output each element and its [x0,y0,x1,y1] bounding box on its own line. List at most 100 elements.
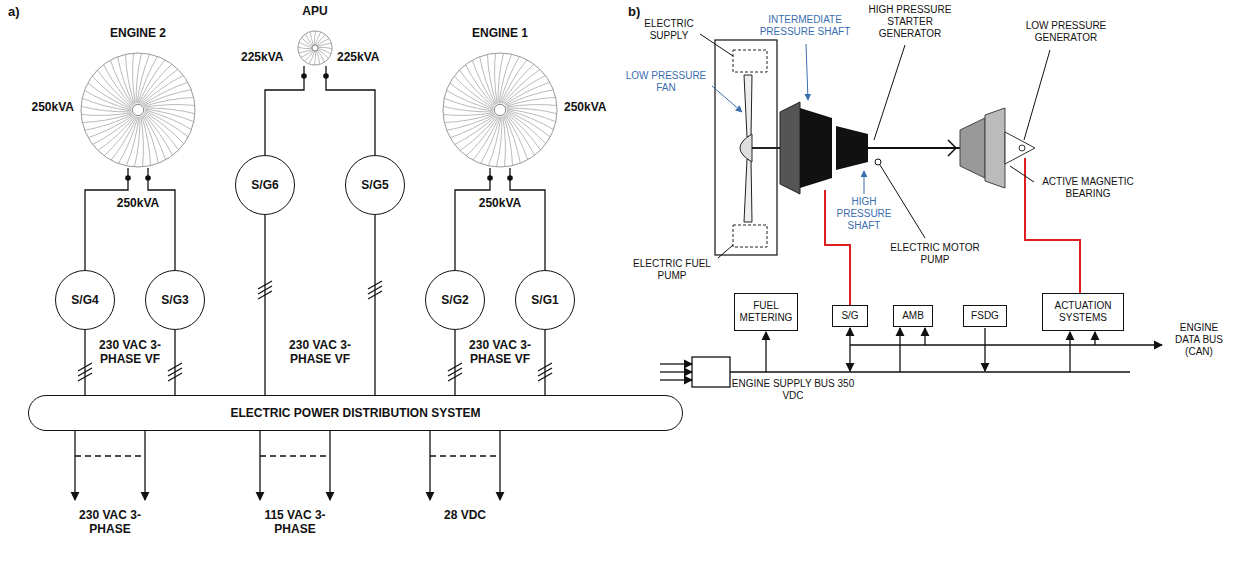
text-holder: ELECTRIC MOTOR PUMP [885,242,985,266]
fan-rotor [297,30,333,66]
text-holder: 115 VAC 3-PHASE [255,508,335,537]
fan-rotor [442,52,558,168]
bus-label: ENGINE SUPPLY BUS 350 VDC [728,378,858,402]
text-holder: ENGINE DATA BUS (CAN) [1166,322,1232,358]
engine-cutaway [715,40,1035,255]
text-holder: AMB [894,306,932,326]
starter-generator: S/G6 [235,155,295,215]
node-label: S/G4 [71,293,98,307]
component-label: ELECTRIC FUEL PUMP [626,258,718,282]
system-box: ACTUATION SYSTEMS [1042,293,1124,331]
text-holder: ELECTRIC POWER DISTRIBUTION SYSTEM [29,396,682,430]
engine-fan: ENGINE 1250kVA [442,52,558,168]
text-holder: 250kVA [470,196,530,210]
engine-fan: ENGINE 2250kVA [80,52,196,168]
component-label: ELECTRIC SUPPLY [636,18,702,42]
node-label: ACTUATION SYSTEMS [1046,300,1120,324]
output-voltage: 28 VDC [444,508,486,522]
text-holder: 250kVA [10,100,74,114]
text-holder: ENGINE 1 [442,26,558,40]
text-holder: ACTIVE MAGNETIC BEARING [1036,176,1140,200]
power-rating: 250kVA [479,196,521,210]
power-feeder [454,330,455,395]
power-rating: 250kVA [117,196,159,210]
text-holder: 225kVA [336,50,386,64]
component-label: ACTIVE MAGNETIC BEARING [1036,176,1140,200]
component-label: LOW PRESSURE FAN [622,70,710,94]
text-holder: FSDG [964,306,1006,326]
node-label: S/G [841,310,858,322]
text-holder: S/G6 [236,156,294,214]
bus-voltage: 230 VAC 3-PHASE VF [97,338,163,367]
node-label: FUEL METERING [738,300,794,324]
starter-generator: S/G2 [425,270,485,330]
bus-label: ENGINE DATA BUS (CAN) [1166,322,1232,358]
text-holder: APU [280,4,350,18]
component-label: HIGH PRESSURE SHAFT [833,196,895,232]
power-feeder [326,66,375,155]
component-label: HIGH PRESSURE STARTER GENERATOR [856,4,964,40]
text-holder: 250kVA [108,196,168,210]
text-holder: ELECTRIC FUEL PUMP [626,258,718,282]
text-holder: FUEL METERING [735,294,797,330]
text-holder: 28 VDC [425,508,505,522]
output-voltage: 115 VAC 3-PHASE [255,508,335,537]
component-label: ELECTRIC MOTOR PUMP [885,242,985,266]
text-holder: S/G1 [516,271,574,329]
text-holder: INTERMEDIATE PRESSURE SHAFT [757,14,853,38]
power-feed-lines [825,158,1080,305]
text-holder: 225kVA [240,50,290,64]
source-label: ENGINE 1 [472,26,528,40]
panel-letter: b) [628,4,640,20]
source-label: 250kVA [32,100,74,114]
node-label: AMB [902,310,924,322]
starter-generator: S/G3 [145,270,205,330]
text-holder: ACTUATION SYSTEMS [1043,294,1123,330]
power-feeder [174,330,175,395]
output-voltage: 230 VAC 3-PHASE [70,508,150,537]
system-box: AMB [893,305,933,327]
text-holder: ENGINE SUPPLY BUS 350 VDC [728,378,858,402]
distribution-box: ELECTRIC POWER DISTRIBUTION SYSTEM [28,395,683,431]
node-label: S/G3 [161,293,188,307]
text-holder: S/G [833,306,867,326]
node-label: FSDG [971,310,999,322]
leader-lines [700,34,1050,258]
component-label: LOW PRESSURE GENERATOR [1020,20,1112,44]
text-holder: a) [8,4,38,20]
bus-voltage: 230 VAC 3-PHASE VF [287,338,353,367]
text-holder: ELECTRIC SUPPLY [636,18,702,42]
node-label: S/G2 [441,293,468,307]
power-feeder [84,330,85,395]
system-box: FSDG [963,305,1007,327]
node-label: S/G1 [531,293,558,307]
text-holder: b) [628,4,658,20]
panel-letter: a) [8,4,20,20]
source-label: APU [302,4,327,18]
text-holder: 230 VAC 3-PHASE VF [287,338,353,367]
starter-generator: S/G4 [55,270,115,330]
text-holder: HIGH PRESSURE STARTER GENERATOR [856,4,964,40]
power-rating: 225kVA [336,50,380,64]
bus-voltage: 230 VAC 3-PHASE VF [467,338,533,367]
power-feeder [148,168,175,270]
text-holder: 230 VAC 3-PHASE [70,508,150,537]
output-feeders [75,431,500,500]
power-feeder [374,215,375,395]
fan-rotor [80,52,196,168]
generator-pins [125,73,513,181]
power-feeder [85,168,128,270]
source-label: 250kVA [564,100,606,114]
text-holder: 250kVA [564,100,624,114]
text-holder: S/G4 [56,271,114,329]
system-box: FUEL METERING [734,293,798,331]
text-holder: S/G3 [146,271,204,329]
power-feeder [264,215,265,395]
power-feeder [544,330,545,395]
component-label: INTERMEDIATE PRESSURE SHAFT [757,14,853,38]
text-holder: LOW PRESSURE FAN [622,70,710,94]
starter-generator: S/G1 [515,270,575,330]
node-label: S/G6 [251,178,278,192]
text-holder: LOW PRESSURE GENERATOR [1020,20,1112,44]
